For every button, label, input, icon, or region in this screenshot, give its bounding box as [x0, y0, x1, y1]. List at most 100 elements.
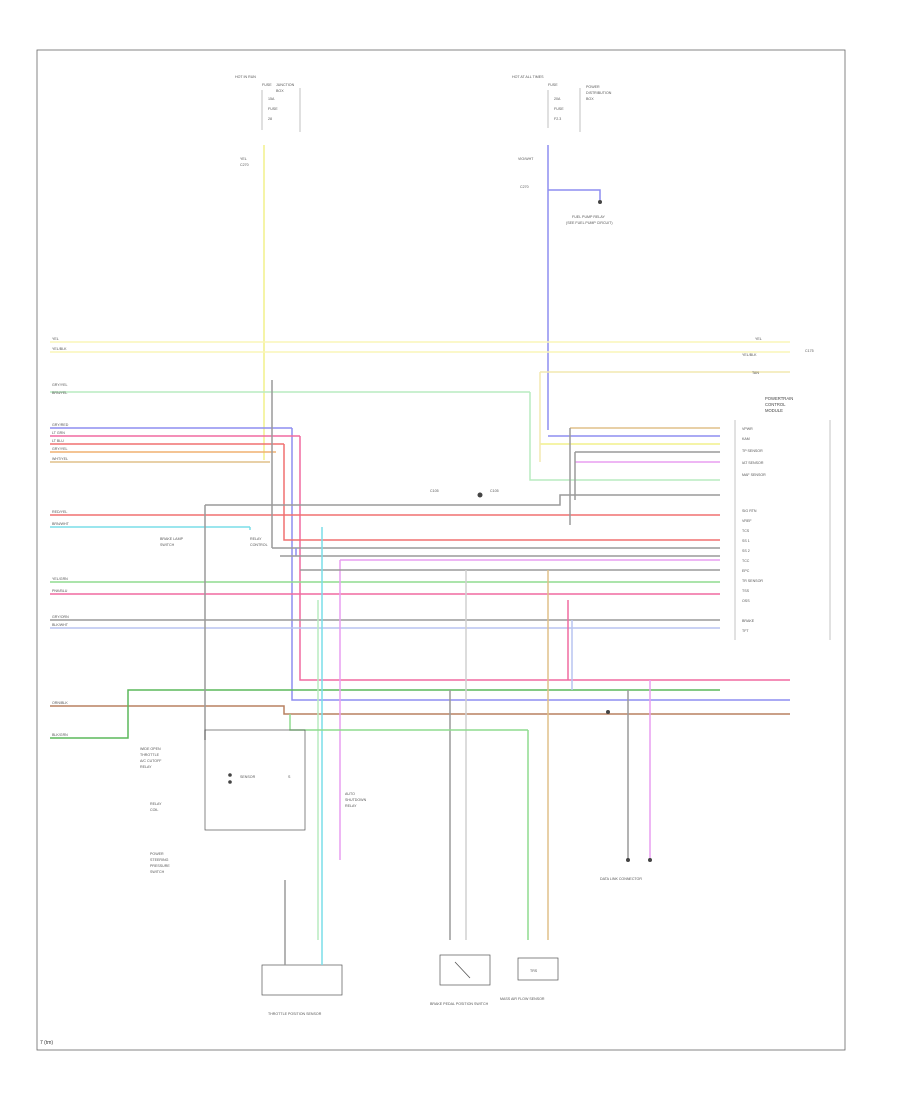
svg-text:MODULE: MODULE — [765, 408, 783, 413]
svg-text:VPWR: VPWR — [742, 427, 753, 431]
left-fuse-header: HOT IN RUN — [235, 75, 256, 79]
svg-text:BLK/WHT: BLK/WHT — [52, 623, 69, 627]
svg-text:MASS AIR FLOW SENSOR: MASS AIR FLOW SENSOR — [500, 997, 545, 1001]
svg-text:EPC: EPC — [742, 569, 750, 573]
right-fuse-sub: FUSE — [548, 83, 558, 87]
svg-text:YEL/GRN: YEL/GRN — [52, 577, 68, 581]
svg-text:C175: C175 — [805, 349, 814, 353]
fuse-block-left: HOT IN RUN FUSE 15A FUSE 28 JUNCTION BOX — [235, 75, 301, 132]
svg-text:GRY/YEL: GRY/YEL — [52, 447, 68, 451]
svg-text:TFT: TFT — [742, 629, 749, 633]
diagram-frame — [36, 49, 846, 1051]
svg-text:STEERING: STEERING — [150, 858, 169, 862]
svg-text:DATA LINK CONNECTOR: DATA LINK CONNECTOR — [600, 877, 642, 881]
svg-text:TSS: TSS — [742, 589, 750, 593]
svg-text:GRY/YEL: GRY/YEL — [52, 383, 68, 387]
svg-text:C270: C270 — [520, 185, 529, 189]
svg-text:COIL: COIL — [150, 808, 158, 812]
svg-text:SWITCH: SWITCH — [160, 543, 175, 547]
wire-blue-branch — [548, 189, 601, 200]
svg-text:C105: C105 — [490, 489, 499, 493]
svg-text:DISTRIBUTION: DISTRIBUTION — [586, 91, 612, 95]
svg-text:SS 1: SS 1 — [742, 539, 750, 543]
component-tps: THROTTLE POSITION SENSOR — [261, 880, 343, 1016]
wire-pink-down — [299, 436, 790, 681]
svg-text:SS 2: SS 2 — [742, 549, 750, 553]
svg-text:THROTTLE POSITION SENSOR: THROTTLE POSITION SENSOR — [268, 1012, 322, 1016]
svg-text:BRAKE PEDAL POSITION SWITCH: BRAKE PEDAL POSITION SWITCH — [430, 1002, 489, 1006]
svg-text:SHUTDOWN: SHUTDOWN — [345, 798, 367, 802]
svg-text:FUSE: FUSE — [554, 107, 564, 111]
svg-text:BOX: BOX — [276, 89, 284, 93]
svg-text:THROTTLE: THROTTLE — [140, 753, 160, 757]
component-dlc: DATA LINK CONNECTOR — [600, 858, 652, 881]
svg-text:PNK/BLU: PNK/BLU — [52, 589, 68, 593]
svg-text:(SEE FUEL PUMP CIRCUIT): (SEE FUEL PUMP CIRCUIT) — [566, 221, 613, 225]
svg-text:TR SENSOR: TR SENSOR — [742, 579, 763, 583]
wire-brown-rail — [50, 705, 790, 715]
wire-dk-green-rail — [50, 689, 720, 739]
svg-text:POWER: POWER — [586, 85, 600, 89]
wire-lt-green-down — [529, 392, 720, 481]
svg-text:YEL/BLK: YEL/BLK — [52, 347, 67, 351]
svg-text:PRESSURE: PRESSURE — [150, 864, 170, 868]
svg-text:WIDE OPEN: WIDE OPEN — [140, 747, 161, 751]
svg-text:JUNCTION: JUNCTION — [276, 83, 295, 87]
svg-text:15A: 15A — [268, 97, 275, 101]
svg-text:BRN/WHT: BRN/WHT — [52, 522, 70, 526]
right-fuse-header: HOT AT ALL TIMES — [512, 75, 544, 79]
svg-text:TCC: TCC — [742, 559, 750, 563]
page-code: 7 (tm) — [40, 1040, 54, 1046]
svg-text:GRY/ORN: GRY/ORN — [52, 615, 69, 619]
svg-text:AUTO: AUTO — [345, 792, 355, 796]
svg-text:MAF SENSOR: MAF SENSOR — [742, 473, 766, 477]
svg-text:C270: C270 — [240, 163, 249, 167]
svg-text:CONTROL: CONTROL — [765, 402, 786, 407]
fuse-block-right: HOT AT ALL TIMES FUSE 20A FUSE F2.3 POWE… — [512, 75, 612, 132]
svg-text:RELAY: RELAY — [250, 537, 262, 541]
svg-text:TP SENSOR: TP SENSOR — [742, 449, 763, 453]
svg-text:S: S — [288, 775, 291, 779]
component-bpp: BRAKE PEDAL POSITION SWITCH — [430, 954, 491, 1006]
svg-text:F2.3: F2.3 — [554, 117, 561, 121]
svg-text:LT GRN: LT GRN — [52, 431, 65, 435]
svg-text:BRAKE: BRAKE — [742, 619, 755, 623]
pcm-label-block: POWERTRAIN CONTROL MODULE VPWR KAM TP SE… — [734, 396, 831, 640]
svg-text:GRY/RED: GRY/RED — [52, 423, 69, 427]
svg-text:BLK/GRN: BLK/GRN — [52, 733, 68, 737]
svg-text:KAM: KAM — [742, 437, 750, 441]
svg-text:BRAKE LAMP: BRAKE LAMP — [160, 537, 184, 541]
svg-text:TCS: TCS — [742, 529, 750, 533]
svg-text:TRS: TRS — [530, 969, 538, 973]
svg-text:RELAY: RELAY — [150, 802, 162, 806]
svg-text:BRN/YEL: BRN/YEL — [52, 391, 67, 395]
svg-text:28: 28 — [268, 117, 272, 121]
svg-text:C105: C105 — [430, 489, 439, 493]
svg-text:RED/YEL: RED/YEL — [52, 510, 67, 514]
svg-text:LT BLU: LT BLU — [52, 439, 64, 443]
svg-text:ORN/BLK: ORN/BLK — [52, 701, 68, 705]
svg-text:BOX: BOX — [586, 97, 594, 101]
svg-text:CONTROL: CONTROL — [250, 543, 268, 547]
left-fuse-sub: FUSE — [262, 83, 272, 87]
svg-text:POWER: POWER — [150, 852, 164, 856]
svg-text:RELAY: RELAY — [140, 765, 152, 769]
svg-text:SENSOR: SENSOR — [240, 775, 256, 779]
right-wire-label: VIO/WHT — [518, 157, 534, 161]
wire-gray-bus — [205, 494, 720, 506]
svg-text:YEL: YEL — [755, 337, 762, 341]
svg-text:WHT/YEL: WHT/YEL — [52, 457, 68, 461]
wire-blue-down — [291, 428, 790, 701]
svg-text:SIG RTN: SIG RTN — [742, 509, 757, 513]
svg-text:VREF: VREF — [742, 519, 752, 523]
svg-text:20A: 20A — [554, 97, 561, 101]
svg-text:RELAY: RELAY — [345, 804, 357, 808]
wire-red-down — [283, 444, 720, 541]
svg-text:OSS: OSS — [742, 599, 750, 603]
svg-text:FUSE: FUSE — [268, 107, 278, 111]
svg-text:TAN: TAN — [752, 371, 759, 375]
fuel-pump-label: FUEL PUMP RELAY — [572, 215, 605, 219]
left-wire-label: YEL — [240, 157, 247, 161]
svg-text:A/C CUTOFF: A/C CUTOFF — [140, 759, 162, 763]
